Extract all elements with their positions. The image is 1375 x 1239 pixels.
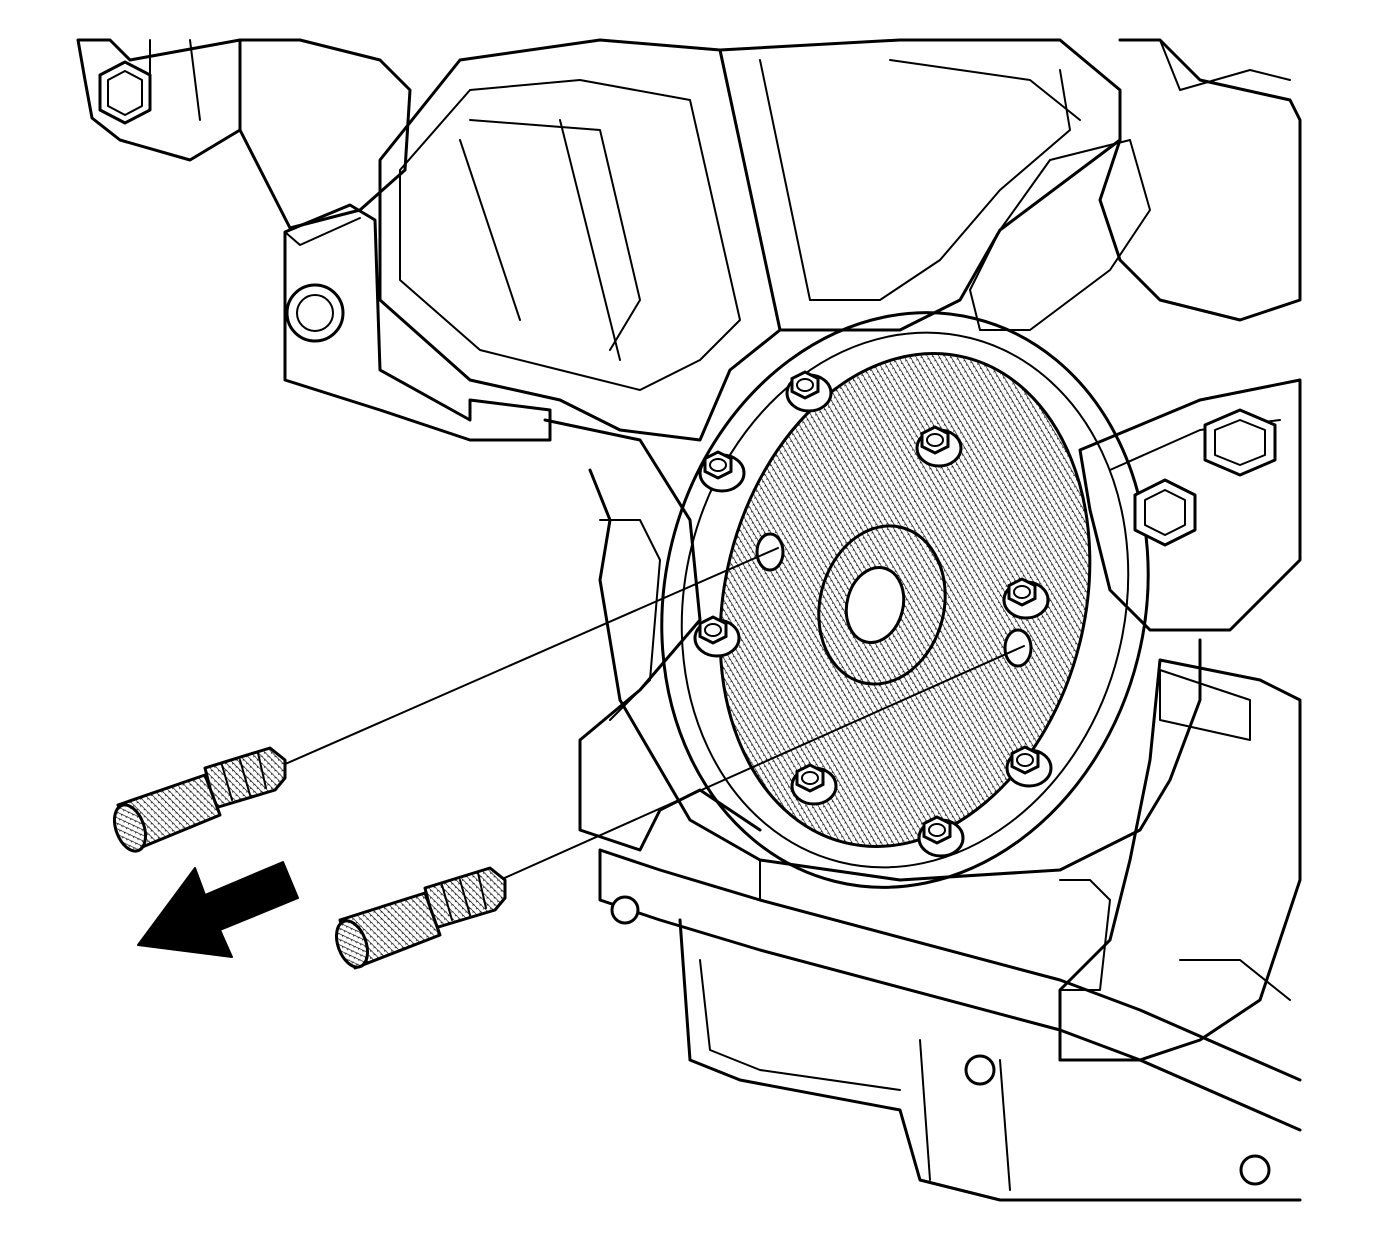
hex-bolt-icon: [1203, 408, 1277, 477]
flange-bolt-icon: [915, 425, 963, 468]
hex-bolt-icon: [1133, 478, 1197, 547]
flange-bolt-icon: [1005, 745, 1053, 788]
guide-stud-pin: [112, 746, 287, 853]
flange-bolt-icon: [790, 763, 838, 806]
engine-block: [76, 38, 1302, 1132]
oil-pan: [610, 895, 1302, 1202]
flange-bolt-icon: [1002, 577, 1050, 620]
crankshaft-flange: [718, 352, 1092, 848]
pan-bolt-icon: [1239, 1154, 1271, 1186]
pan-bolt-icon: [610, 895, 640, 925]
drain-bolt-icon: [964, 1054, 996, 1086]
plug-icon: [285, 283, 345, 343]
flange-bolt-icon: [698, 450, 746, 493]
guide-stud-pin: [334, 866, 507, 970]
flange-bolt-icon: [917, 815, 965, 858]
hex-bolt-icon: [98, 60, 152, 125]
removal-direction-arrow-icon: [137, 861, 299, 958]
flange-bolts: [693, 370, 1053, 858]
guide-lines: [282, 547, 1025, 881]
flange-bolt-icon: [785, 370, 833, 413]
flange-bolt-icon: [693, 615, 741, 658]
